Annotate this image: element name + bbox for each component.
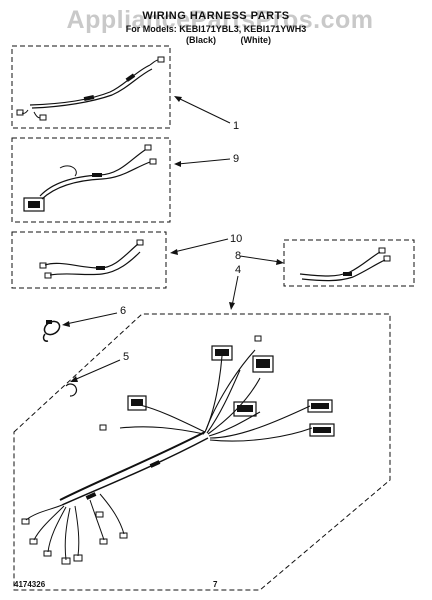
part-1-harness (11, 45, 171, 129)
part-8-harness (283, 239, 415, 287)
part-6-grommet (42, 320, 61, 342)
part-4-main-harness (13, 313, 391, 591)
callout-8: 8 (235, 250, 241, 262)
callout-6: 6 (120, 305, 126, 317)
page-number: 7 (213, 580, 218, 589)
callout-1: 1 (233, 120, 239, 132)
part-10-harness (11, 231, 167, 289)
part-9-harness (11, 137, 171, 223)
model-numbers: For Models: KEBI171YBL3, KEBI171YWH3 (125, 24, 307, 34)
color-black-label: (Black) (186, 35, 217, 45)
page-title: WIRING HARNESS PARTS (142, 10, 290, 22)
callout-9: 9 (233, 153, 239, 165)
callout-10: 10 (230, 233, 242, 245)
color-white-label: (White) (240, 35, 272, 45)
callout-4: 4 (235, 264, 241, 276)
part-5-clip (65, 383, 78, 397)
site-watermark: AppliancePartsPros.com (66, 6, 374, 34)
callout-5: 5 (123, 351, 129, 363)
color-labels: (Black) (White) (186, 35, 306, 45)
callout-leaders (62, 96, 284, 382)
document-number: 4174326 (14, 580, 46, 589)
